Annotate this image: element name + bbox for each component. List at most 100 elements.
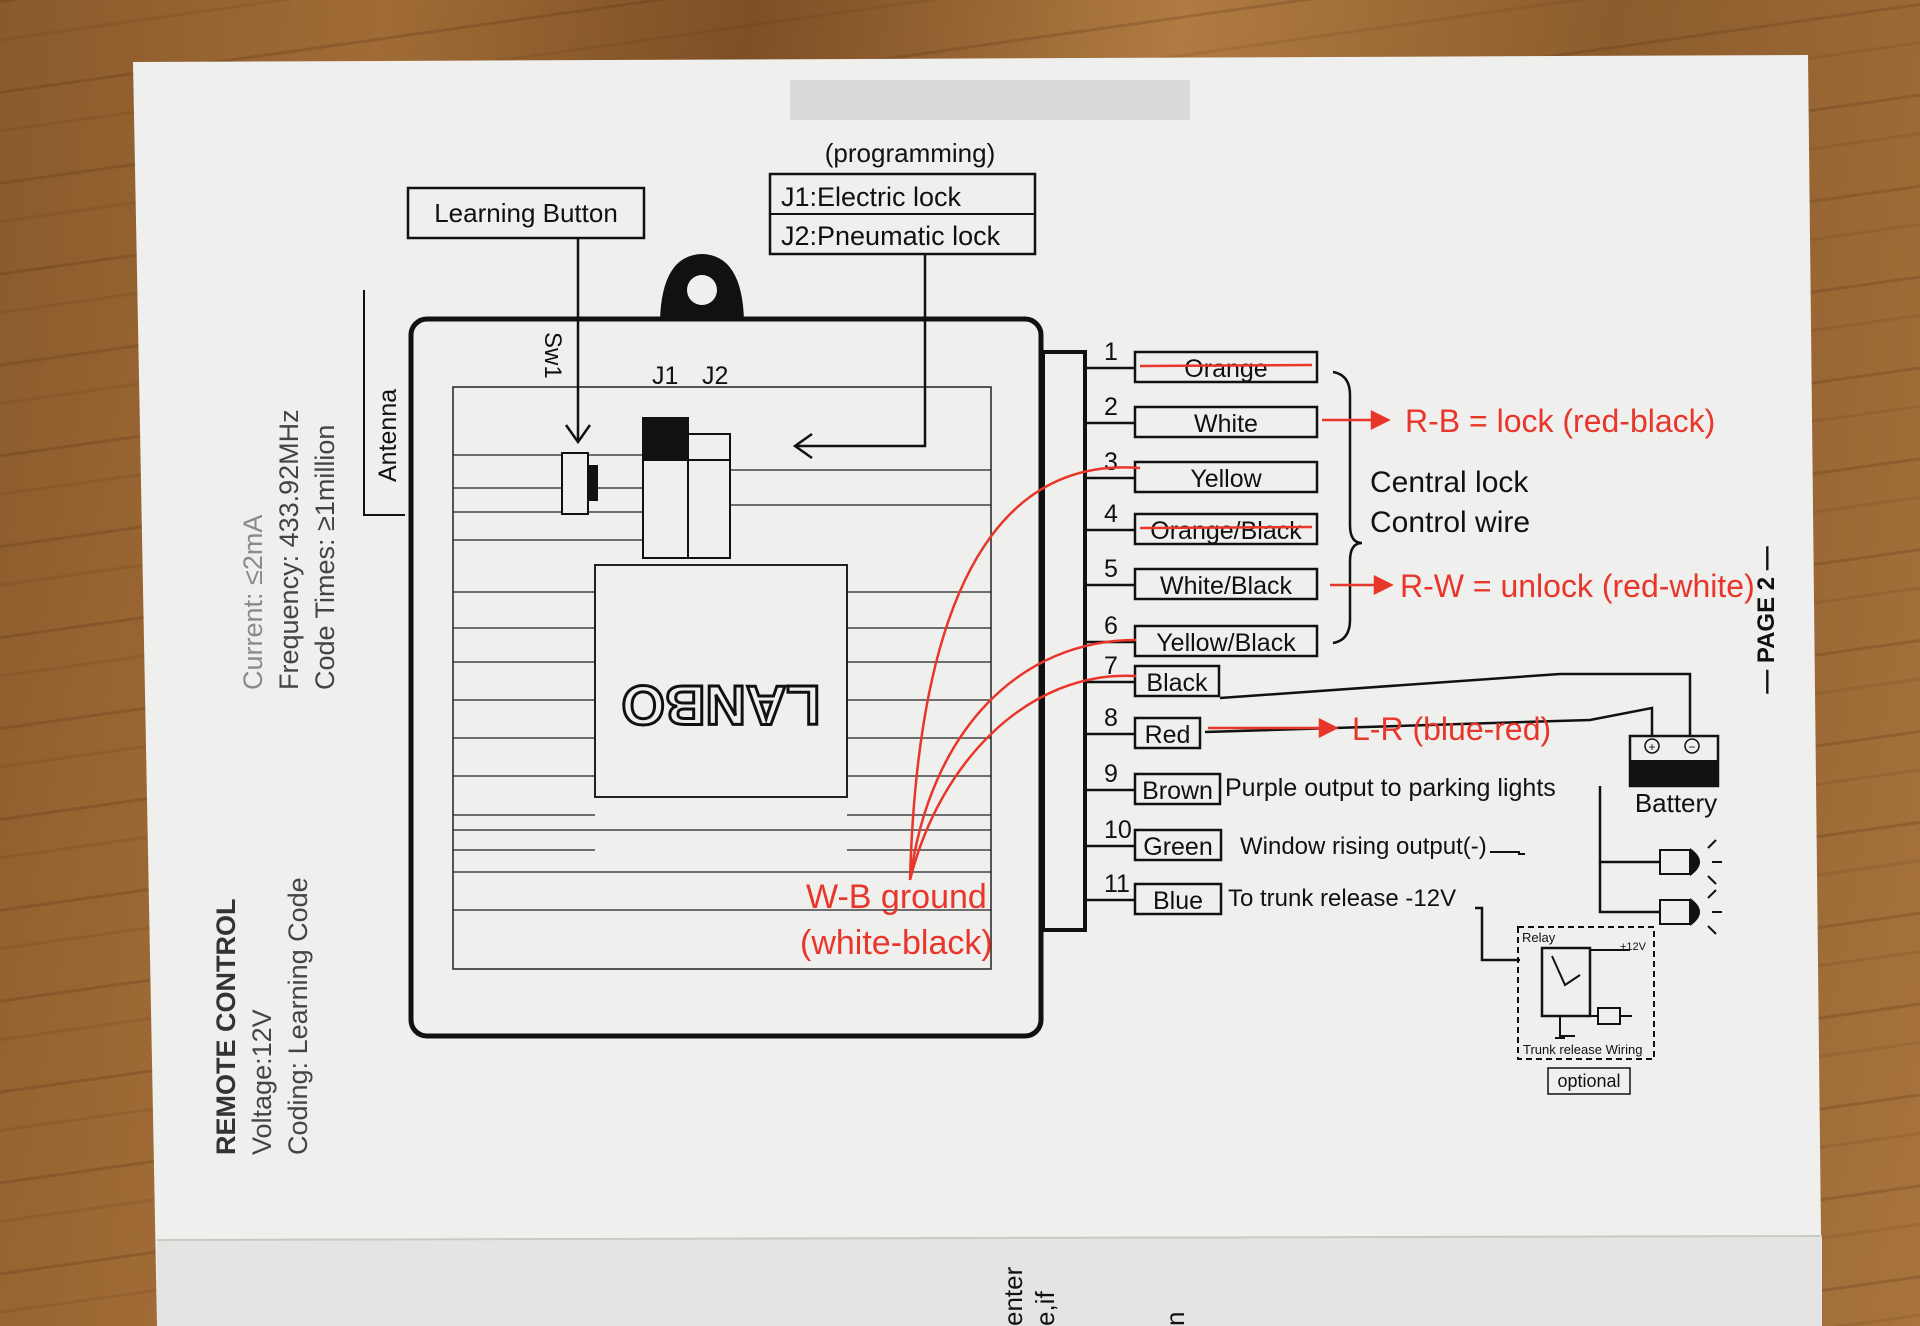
next-page-edge xyxy=(157,1236,1822,1326)
wire-number: 10 xyxy=(1104,816,1132,844)
wire-number: 1 xyxy=(1104,338,1118,366)
wire-color-label: White xyxy=(1194,410,1258,438)
annotation-arrows xyxy=(1208,409,1394,739)
annotation-lock: R-B = lock (red-black) xyxy=(1405,403,1715,439)
wire-number: 6 xyxy=(1104,612,1118,640)
svg-text:+: + xyxy=(1648,740,1655,754)
spec-coding: Coding: Learning Code xyxy=(283,877,313,1155)
wire-color-label: Black xyxy=(1146,669,1208,697)
strikethrough-mark xyxy=(1139,525,1313,530)
output-parking: Purple output to parking lights xyxy=(1225,774,1556,802)
relay-label: Relay xyxy=(1522,930,1556,945)
programming-arrow xyxy=(795,254,927,448)
lanbo-chip xyxy=(594,564,848,798)
relay-12v: +12V xyxy=(1620,941,1647,953)
next-page-fragment: n xyxy=(1160,1312,1190,1326)
wire-color-box xyxy=(1133,664,1221,698)
battery-positive-icon xyxy=(1644,738,1660,754)
learning-button-arrow xyxy=(564,424,592,445)
relay-wiring-label: Trunk release Wiring xyxy=(1523,1042,1642,1057)
central-lock-bracket xyxy=(1332,370,1363,645)
antenna-label: Antenna xyxy=(374,389,402,482)
learning-button-label: Learning Button xyxy=(434,198,618,228)
spec-frequency: Frequency: 433.92MHz xyxy=(274,409,304,690)
wire-number: 3 xyxy=(1104,448,1118,476)
annotation-ground: W-B ground xyxy=(806,878,987,916)
sw1-switch xyxy=(561,452,589,515)
wire-color-label: Orange xyxy=(1184,355,1267,383)
svg-text:−: − xyxy=(1688,740,1695,754)
next-page-fragment: e,if xyxy=(1030,1291,1060,1326)
sw1-button xyxy=(588,465,598,501)
spec-title: REMOTE CONTROL xyxy=(211,899,241,1156)
sw1-label: Sw1 xyxy=(539,332,566,379)
next-page-fragment: enter xyxy=(998,1266,1028,1326)
wire-number: 8 xyxy=(1104,704,1118,732)
wire-color-box xyxy=(1133,882,1223,916)
annotation-unlock: R-W = unlock (red-white) xyxy=(1400,568,1755,604)
central-lock-line1: Central lock xyxy=(1370,466,1529,499)
wire-connector xyxy=(1041,350,1087,932)
battery-negative-icon xyxy=(1684,738,1700,754)
annotation-ground-curves xyxy=(908,466,1141,881)
faded-header xyxy=(790,80,1190,120)
wire-color-label: Red xyxy=(1145,721,1191,749)
battery-label: Battery xyxy=(1635,788,1717,818)
strikethrough-mark xyxy=(1139,363,1313,368)
wire-number: 4 xyxy=(1104,500,1118,528)
page-number: — PAGE 2 — xyxy=(1753,546,1780,694)
j1-label: J1 xyxy=(652,362,678,390)
wire-color-label: Yellow xyxy=(1190,465,1262,493)
wire-color-label: White/Black xyxy=(1160,572,1292,600)
wire-color-label: Blue xyxy=(1153,887,1203,915)
wire-color-box xyxy=(1133,405,1319,439)
wire-color-box xyxy=(1133,460,1319,494)
wire-color-box xyxy=(1133,716,1202,750)
wire-color-label: Orange/Black xyxy=(1150,517,1302,545)
optional-box xyxy=(1547,1067,1631,1095)
j2-jumper xyxy=(687,433,731,559)
programming-j1: J1:Electric lock xyxy=(781,182,962,212)
central-lock-line2: Control wire xyxy=(1370,506,1530,539)
wire-number: 5 xyxy=(1104,555,1118,583)
wire-number: 7 xyxy=(1104,652,1118,680)
mounting-hole xyxy=(687,275,717,305)
trunk-relay-box xyxy=(1517,926,1655,1060)
spec-voltage: Voltage:12V xyxy=(247,1009,277,1155)
spec-block-2: Current: ≤2mA Frequency: 433.92MHz Code … xyxy=(238,409,340,690)
spec-current: Current: ≤2mA xyxy=(238,515,268,690)
trunk-solenoid-icon xyxy=(1597,1007,1621,1025)
antenna-wire xyxy=(363,290,405,516)
trunk-wire xyxy=(1475,906,1520,962)
wire-number: 2 xyxy=(1104,393,1118,421)
lanbo-logo: LANBO xyxy=(621,674,820,737)
wire-color-label: Yellow/Black xyxy=(1156,629,1296,657)
annotation-ground-sub: (white-black) xyxy=(800,924,993,962)
output-window: Window rising output(-) xyxy=(1240,833,1487,860)
annotation-lr: L-R (blue-red) xyxy=(1352,711,1551,747)
spec-code-times: Code Times: ≥1million xyxy=(310,425,340,690)
pcb-traces xyxy=(453,454,991,911)
output-trunk: To trunk release -12V xyxy=(1228,885,1456,912)
wire-color-box xyxy=(1133,567,1319,601)
relay-icon xyxy=(1540,946,1592,1018)
programming-caption: (programming) xyxy=(825,138,996,168)
programming-j2: J2:Pneumatic lock xyxy=(781,221,1001,251)
parking-light-icon xyxy=(1659,889,1722,935)
black-wire-to-battery xyxy=(1219,672,1692,738)
parking-light-icon xyxy=(1659,839,1722,885)
learning-button-box xyxy=(406,186,646,240)
wire-color-box xyxy=(1133,828,1223,862)
j2-label: J2 xyxy=(702,362,728,390)
wire-number: 9 xyxy=(1104,760,1118,788)
